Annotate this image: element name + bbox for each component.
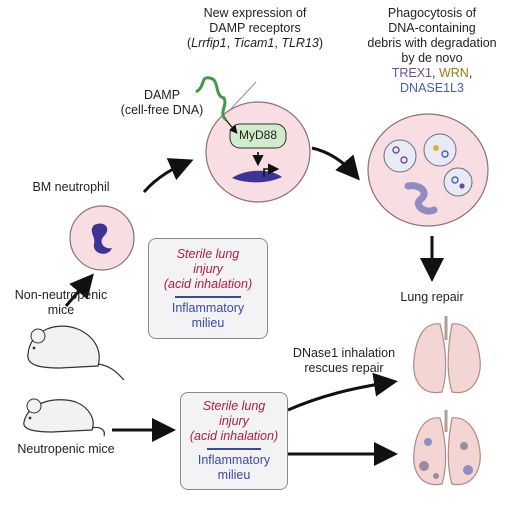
receptor-callout-line [227, 81, 257, 113]
non-neutropenic-label: Non-neutropenic mice [14, 288, 108, 317]
dnase1-label: DNase1 inhalation rescues repair [292, 346, 396, 375]
arrow-damp-to-myd88 [225, 119, 238, 134]
neutropenic-label: Neutropenic mice [17, 442, 115, 456]
arrow-dnase1-rescue [287, 372, 398, 412]
receptors-title: New expression of DAMP receptors (Lrrfip… [186, 6, 324, 50]
bm-neutrophil-cell [69, 205, 135, 271]
lung-repair-label: Lung repair [400, 290, 464, 304]
injury-box-upper: Sterile lung injury (acid inhalation) In… [148, 238, 268, 339]
dna-strand-icon [195, 76, 228, 122]
arrow-neutrophil-to-activated [142, 158, 194, 193]
bm-neutrophil-label: BM neutrophil [32, 180, 110, 194]
myd88-label: MyD88 [238, 128, 277, 142]
enzyme-trex1: TREX1 [391, 66, 432, 80]
activated-neutrophil-cell [205, 101, 311, 203]
lung-icon-injured [413, 410, 481, 486]
phagocytosing-cell [367, 113, 489, 227]
injury-box-lower: Sterile lung injury (acid inhalation) In… [180, 392, 288, 490]
enzyme-dnase1l3: DNASE1L3 [400, 81, 464, 95]
arrow-activated-to-phagocytosis [311, 146, 360, 181]
phagocytosis-text: Phagocytosis of DNA-containing debris wi… [348, 6, 516, 96]
arrow-mouse-to-neutrophil [64, 273, 94, 307]
lung-icon-repaired [413, 316, 481, 394]
enzyme-wrn: WRN [438, 66, 469, 80]
mouse-icon-neutropenic [23, 398, 105, 437]
mouse-icon [27, 325, 125, 381]
damp-label: DAMP (cell-free DNA) [120, 88, 204, 117]
